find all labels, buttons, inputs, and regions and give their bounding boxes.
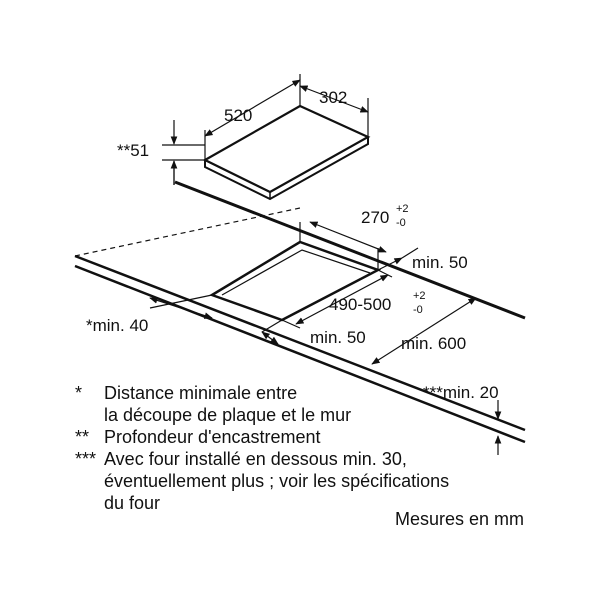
legend-row1-line1: Distance minimale entre xyxy=(104,383,297,403)
min-counter-dimension xyxy=(371,297,477,365)
legend-row1-line2: la découpe de plaque et le mur xyxy=(104,405,351,425)
min-back-label: min. 50 xyxy=(412,253,468,272)
embed-depth-label: **51 xyxy=(117,141,149,160)
legend-mark-2: ** xyxy=(75,427,89,447)
worktop-wall-line xyxy=(74,207,301,257)
cutout-width-tol-minus: -0 xyxy=(396,217,406,229)
worktop-front-edge-bottom xyxy=(74,264,526,444)
legend-row3-line3: du four xyxy=(104,493,160,513)
min-back-dimension xyxy=(377,247,419,271)
legend-mark-3: *** xyxy=(75,449,96,469)
cutout-width-label: 270 xyxy=(361,208,389,227)
min-counter-label: min. 600 xyxy=(401,334,466,353)
hob-width-label: 302 xyxy=(319,88,347,107)
cutout-depth-dimension xyxy=(281,269,393,329)
min-oven-label: ***min. 20 xyxy=(423,383,499,402)
cutout-inner-edge xyxy=(221,249,371,296)
cutout-depth-label: 490-500 xyxy=(329,295,391,314)
legend-mark-1: * xyxy=(75,383,82,403)
min-front-label: min. 50 xyxy=(310,328,366,347)
min-front-dimension xyxy=(261,319,283,345)
legend-row3-line2: éventuellement plus ; voir les spécifica… xyxy=(104,471,449,491)
legend-row3-line1: Avec four installé en dessous min. 30, xyxy=(104,449,407,469)
min-wall-label: *min. 40 xyxy=(86,316,148,335)
units-note: Mesures en mm xyxy=(395,509,524,529)
cutout-depth-tol-minus: -0 xyxy=(413,304,423,316)
worktop-front-edge xyxy=(74,254,526,432)
legend: * Distance minimale entre la découpe de … xyxy=(75,383,524,529)
cutout-depth-tol-plus: +2 xyxy=(413,290,426,302)
hob-depth-label: 520 xyxy=(224,106,252,125)
cutout-width-dimension xyxy=(299,221,387,270)
hob-width-dimension xyxy=(299,85,369,137)
legend-row2-text: Profondeur d'encastrement xyxy=(104,427,321,447)
embed-depth-dimension xyxy=(162,120,205,185)
cutout-width-tol-plus: +2 xyxy=(396,203,409,215)
min-wall-dimension xyxy=(149,294,213,319)
